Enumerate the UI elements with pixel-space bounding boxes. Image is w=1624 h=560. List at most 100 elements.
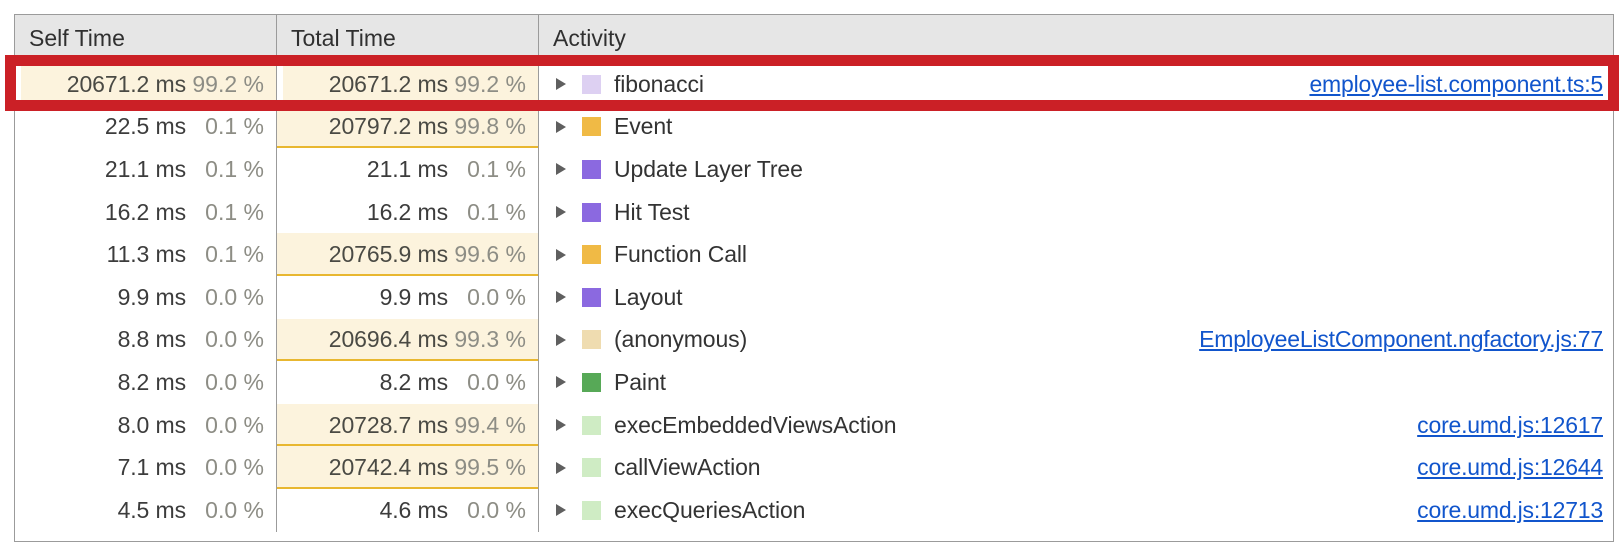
self-time-ms: 8.0 ms	[117, 411, 187, 438]
self-time-ms: 7.1 ms	[117, 454, 187, 481]
cell-activity: execEmbeddedViewsAction core.umd.js:12617	[539, 403, 1613, 447]
cell-activity: (anonymous) EmployeeListComponent.ngfacto…	[539, 318, 1613, 362]
total-time-ms: 20742.4 ms	[328, 454, 448, 481]
self-time-percent: 0.1 %	[205, 113, 264, 140]
self-time-ms: 8.8 ms	[117, 326, 187, 353]
source-location-link[interactable]: EmployeeListComponent.ngfactory.js:77	[1199, 326, 1603, 353]
cell-activity: execQueriesAction core.umd.js:12713	[539, 488, 1613, 532]
self-time-percent: 0.0 %	[205, 496, 264, 523]
expand-triangle-icon[interactable]	[552, 203, 570, 221]
column-header-self-time[interactable]: Self Time	[15, 15, 277, 62]
source-location-link[interactable]: employee-list.component.ts:5	[1309, 70, 1603, 97]
cell-activity: callViewAction core.umd.js:12644	[539, 446, 1613, 489]
expand-triangle-icon[interactable]	[552, 118, 570, 136]
cell-activity: fibonacci employee-list.component.ts:5	[539, 63, 1613, 106]
activity-name: Update Layer Tree	[614, 155, 803, 182]
cell-activity: Layout	[539, 275, 1613, 319]
total-time-percent: 99.2 %	[454, 70, 526, 97]
activity-name: Paint	[614, 368, 666, 395]
self-time-ms: 4.5 ms	[117, 496, 187, 523]
activity-color-swatch	[582, 74, 601, 94]
self-time-value: 8.0 ms 0.0 %	[15, 404, 276, 447]
self-time-ms: 21.1 ms	[104, 155, 186, 182]
source-location-link[interactable]: core.umd.js:12644	[1417, 454, 1603, 481]
column-header-total-time[interactable]: Total Time	[277, 15, 539, 62]
total-time-percent: 99.6 %	[454, 241, 526, 268]
self-time-ms: 9.9 ms	[117, 283, 187, 310]
activity-color-swatch	[582, 287, 601, 307]
self-time-ms: 8.2 ms	[117, 368, 187, 395]
total-time-ms: 8.2 ms	[379, 368, 449, 395]
activity-name: Hit Test	[614, 198, 690, 225]
activity-name: execEmbeddedViewsAction	[614, 411, 897, 438]
activity-name: (anonymous)	[614, 326, 748, 353]
source-location-link[interactable]: core.umd.js:12617	[1417, 411, 1603, 438]
activity-color-swatch	[582, 202, 601, 222]
activity-name: Function Call	[614, 241, 747, 268]
total-time-percent: 0.0 %	[467, 283, 526, 310]
cell-self-time: 8.0 ms 0.0 %	[15, 403, 277, 447]
total-time-percent: 99.4 %	[454, 411, 526, 438]
total-time-percent: 99.3 %	[454, 326, 526, 353]
self-time-ms: 16.2 ms	[104, 198, 186, 225]
activity-color-swatch	[582, 330, 601, 350]
expand-triangle-icon[interactable]	[552, 331, 570, 349]
expand-triangle-icon[interactable]	[552, 288, 570, 306]
expand-triangle-icon[interactable]	[552, 246, 570, 264]
self-time-percent: 0.0 %	[205, 411, 264, 438]
expand-triangle-icon[interactable]	[552, 75, 570, 93]
total-time-ms: 20765.9 ms	[328, 241, 448, 268]
table-header-row: Self Time Total Time Activity	[15, 15, 1613, 63]
activity-color-swatch	[582, 415, 601, 435]
activity-name: fibonacci	[614, 70, 704, 97]
expand-triangle-icon[interactable]	[552, 459, 570, 477]
total-time-ms: 4.6 ms	[379, 496, 449, 523]
total-time-ms: 20797.2 ms	[328, 113, 448, 140]
cell-activity: Function Call	[539, 233, 1613, 276]
total-time-ms: 16.2 ms	[366, 198, 448, 225]
expand-triangle-icon[interactable]	[552, 416, 570, 434]
expand-triangle-icon[interactable]	[552, 501, 570, 519]
activity-color-swatch	[582, 458, 601, 478]
expand-triangle-icon[interactable]	[552, 373, 570, 391]
activity-name: callViewAction	[614, 454, 761, 481]
source-location-link[interactable]: core.umd.js:12713	[1417, 496, 1603, 523]
expand-triangle-icon[interactable]	[552, 160, 570, 178]
total-time-percent: 0.1 %	[467, 155, 526, 182]
activity-color-swatch	[582, 500, 601, 520]
activity-name: execQueriesAction	[614, 496, 806, 523]
column-header-activity[interactable]: Activity	[553, 25, 626, 51]
